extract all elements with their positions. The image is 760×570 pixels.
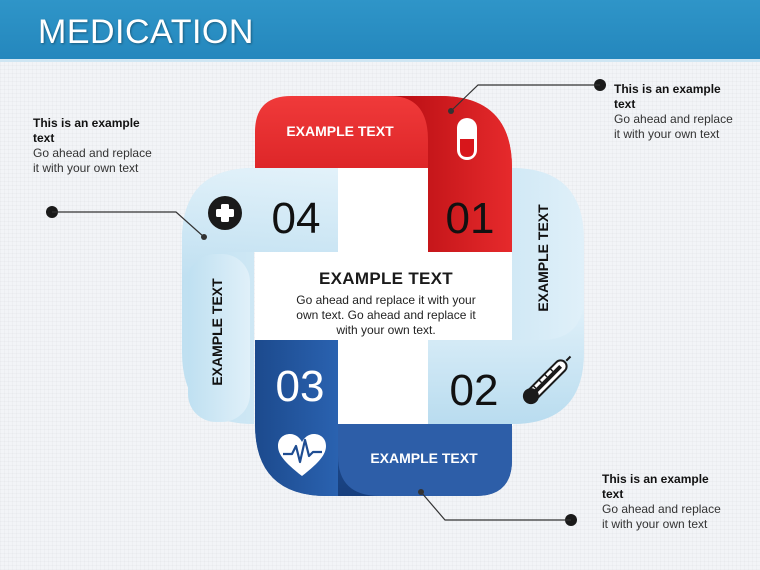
segment-01-fold <box>390 96 512 252</box>
medical-cross-icon <box>208 196 242 230</box>
segment-01 <box>255 96 512 252</box>
heart-pulse-icon <box>278 434 326 476</box>
center-text-block: EXAMPLE TEXT Go ahead and replace it wit… <box>292 269 480 338</box>
segment-03-number: 03 <box>276 362 325 411</box>
callout-connector-top-right <box>448 79 606 114</box>
segment-02-fold <box>428 296 584 424</box>
callout-left: This is an example text Go ahead and rep… <box>33 116 155 176</box>
center-title: EXAMPLE TEXT <box>319 269 453 288</box>
segment-04-number: 04 <box>272 194 321 243</box>
callout-top-right: This is an example text Go ahead and rep… <box>614 82 734 142</box>
page-title: MEDICATION <box>38 13 254 51</box>
segment-03-flap <box>338 424 512 496</box>
callout-body: Go ahead and replace it with your own te… <box>614 112 733 141</box>
callout-title: This is an example text <box>602 472 709 501</box>
segment-04-label: EXAMPLE TEXT <box>209 278 225 386</box>
callout-title: This is an example text <box>614 82 721 111</box>
segment-01-number: 01 <box>446 194 495 243</box>
segment-03-label: EXAMPLE TEXT <box>370 450 478 466</box>
segment-02-label: EXAMPLE TEXT <box>535 204 551 312</box>
callout-connector-bottom-right <box>418 489 577 526</box>
segment-01-label: EXAMPLE TEXT <box>286 123 394 139</box>
thermometer-icon <box>522 355 572 405</box>
title-bar: MEDICATION <box>0 0 760 62</box>
segment-02-number: 02 <box>450 366 499 415</box>
callout-bottom-right: This is an example text Go ahead and rep… <box>602 472 726 532</box>
segment-04-side <box>188 254 250 422</box>
segment-02 <box>428 168 584 424</box>
pill-icon <box>457 118 477 160</box>
callout-body: Go ahead and replace it with your own te… <box>602 502 721 531</box>
center-body: Go ahead and replace it with your own te… <box>296 293 476 337</box>
callout-title: This is an example text <box>33 116 140 145</box>
callout-body: Go ahead and replace it with your own te… <box>33 146 152 175</box>
callout-connector-left <box>46 206 207 240</box>
